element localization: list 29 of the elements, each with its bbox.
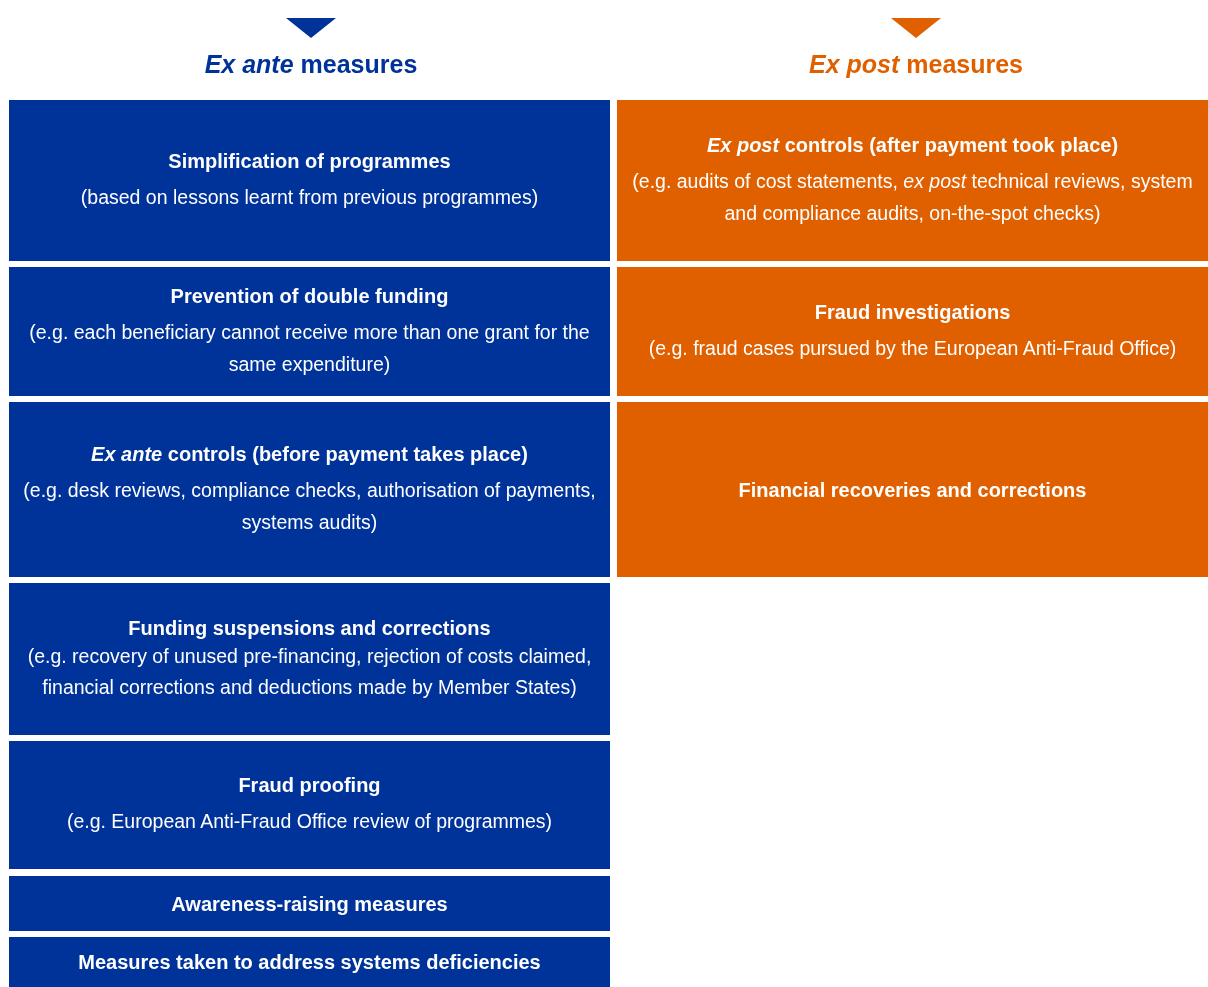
box-description: (e.g. audits of cost statements, ex post technical reviews, system and compliance audits, on-the-spot checks) xyxy=(631,169,1194,226)
box-description: (based on lessons learnt from previous programmes) xyxy=(80,184,539,210)
box-heading: Ex ante controls (before payment takes place) xyxy=(91,442,528,468)
measure-box xyxy=(9,876,610,931)
measure-box xyxy=(9,402,610,577)
box-description: (e.g. European Anti-Fraud Office review of programmes) xyxy=(66,809,553,835)
box-heading: Simplification of programmes xyxy=(168,148,451,174)
measure-box xyxy=(617,100,1208,261)
measure-box xyxy=(9,100,610,261)
measure-box xyxy=(9,741,610,869)
box-heading: Awareness-raising measures xyxy=(171,891,448,917)
measure-box xyxy=(9,937,610,987)
box-description: (e.g. each beneficiary cannot receive more than one grant for the same expenditure) xyxy=(28,320,591,377)
box-description: (e.g. fraud cases pursued by the European Anti-Fraud Office) xyxy=(648,335,1177,361)
box-heading: Funding suspensions and corrections xyxy=(128,615,491,641)
box-description: (e.g. desk reviews, compliance checks, authorisation of payments, systems audits) xyxy=(23,478,596,535)
box-heading: Measures taken to address systems deficiencies xyxy=(78,950,541,975)
measure-box xyxy=(9,267,610,396)
box-heading: Fraud investigations xyxy=(814,299,1011,325)
box-description: (e.g. recovery of unused pre-financing, rejection of costs claimed, financial corrections and deductions made by Member States) xyxy=(26,643,593,700)
column-heading: Ex post measures xyxy=(808,50,1024,79)
box-heading: Ex post controls (after payment took place) xyxy=(706,133,1119,159)
measure-box xyxy=(617,402,1208,577)
box-heading: Fraud proofing xyxy=(238,773,381,799)
box-heading: Prevention of double funding xyxy=(170,284,449,310)
box-heading: Financial recoveries and corrections xyxy=(738,477,1087,503)
column-heading: Ex ante measures xyxy=(203,50,419,79)
measure-box xyxy=(9,583,610,735)
measure-box xyxy=(617,267,1208,396)
